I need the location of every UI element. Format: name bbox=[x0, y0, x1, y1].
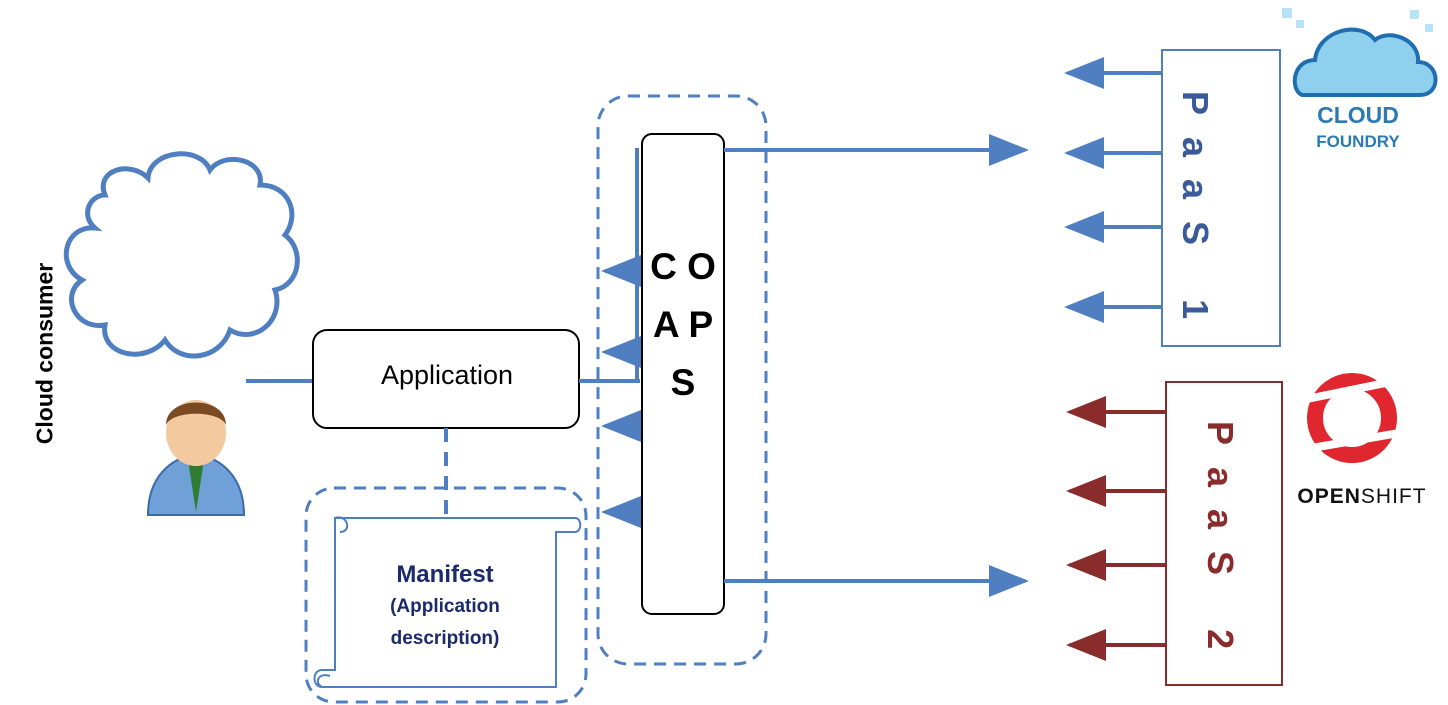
cloud-shape bbox=[63, 151, 300, 359]
manifest-group-border bbox=[304, 486, 588, 704]
paas2-label: PaaS 2 bbox=[1200, 421, 1241, 672]
coaps-group-border bbox=[596, 94, 768, 666]
manifest-title: Manifest bbox=[396, 561, 494, 588]
manifest-scroll bbox=[313, 517, 582, 688]
paas1-label: PaaS 1 bbox=[1175, 91, 1216, 342]
paas2-arrows bbox=[1066, 396, 1166, 661]
openshift-logo-text: OPENSHIFT bbox=[1297, 485, 1427, 508]
coaps-box bbox=[641, 133, 725, 615]
cloudfoundry-logo-line2: FOUNDRY bbox=[1316, 132, 1400, 151]
manifest-desc-line2: description) bbox=[390, 628, 500, 649]
openshift-logo-icon bbox=[1299, 373, 1406, 463]
cloud-consumer-label: Cloud consumer bbox=[31, 262, 58, 445]
coaps-label: C O A P S bbox=[650, 246, 716, 403]
cloudfoundry-logo-icon bbox=[1282, 8, 1438, 97]
user-avatar-icon bbox=[146, 400, 246, 516]
paas1-arrows bbox=[1064, 57, 1162, 323]
cloudfoundry-logo-line1: CLOUD bbox=[1317, 102, 1399, 128]
manifest-desc-line1: (Application bbox=[390, 596, 500, 617]
coaps-internal-arrows bbox=[601, 255, 641, 528]
paas1-box bbox=[1161, 49, 1281, 347]
paas2-box bbox=[1165, 381, 1283, 686]
application-label: Application bbox=[380, 360, 514, 390]
